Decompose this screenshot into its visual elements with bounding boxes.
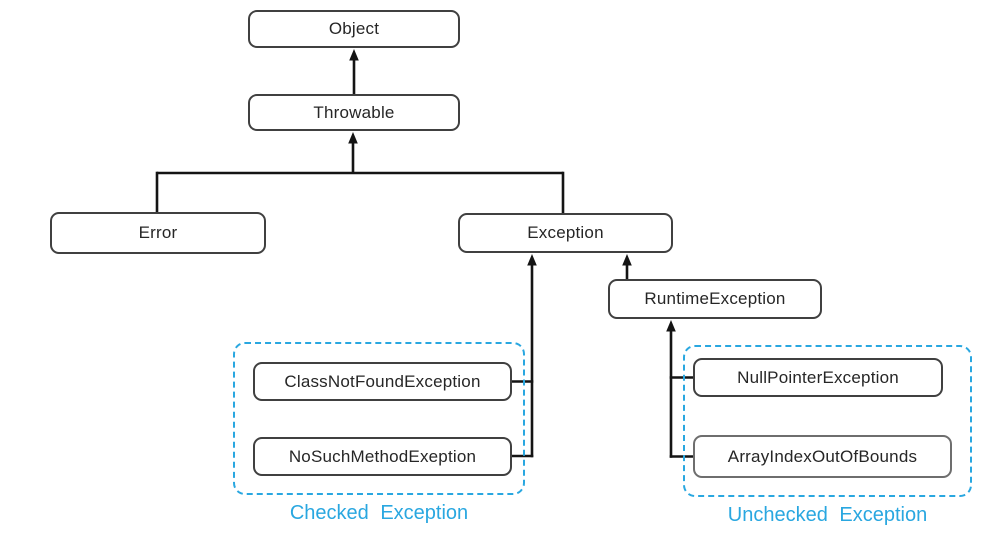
node-array-index-out-of-bounds: ArrayIndexOutOfBounds [693, 435, 952, 478]
node-no-such-method-exception: NoSuchMethodExeption [253, 437, 512, 476]
arrowhead-runtime [666, 320, 676, 332]
node-null-pointer-exception: NullPointerException [693, 358, 943, 397]
arrowhead-exception-right [622, 254, 632, 266]
checked-exception-group-label: Checked Exception [289, 502, 469, 524]
node-class-not-found-exception: ClassNotFoundException [253, 362, 512, 401]
node-error: Error [50, 212, 266, 254]
arrowhead-exception-left [527, 254, 537, 266]
unchecked-exception-group-frame [683, 345, 972, 497]
arrowhead-throwable [348, 132, 358, 144]
node-object: Object [248, 10, 460, 48]
node-runtime-exception: RuntimeException [608, 279, 822, 319]
checked-exception-group-frame [233, 342, 525, 495]
node-exception: Exception [458, 213, 673, 253]
arrowhead-object [349, 49, 359, 61]
node-throwable: Throwable [248, 94, 460, 131]
unchecked-exception-group-label: Unchecked Exception [727, 504, 928, 526]
